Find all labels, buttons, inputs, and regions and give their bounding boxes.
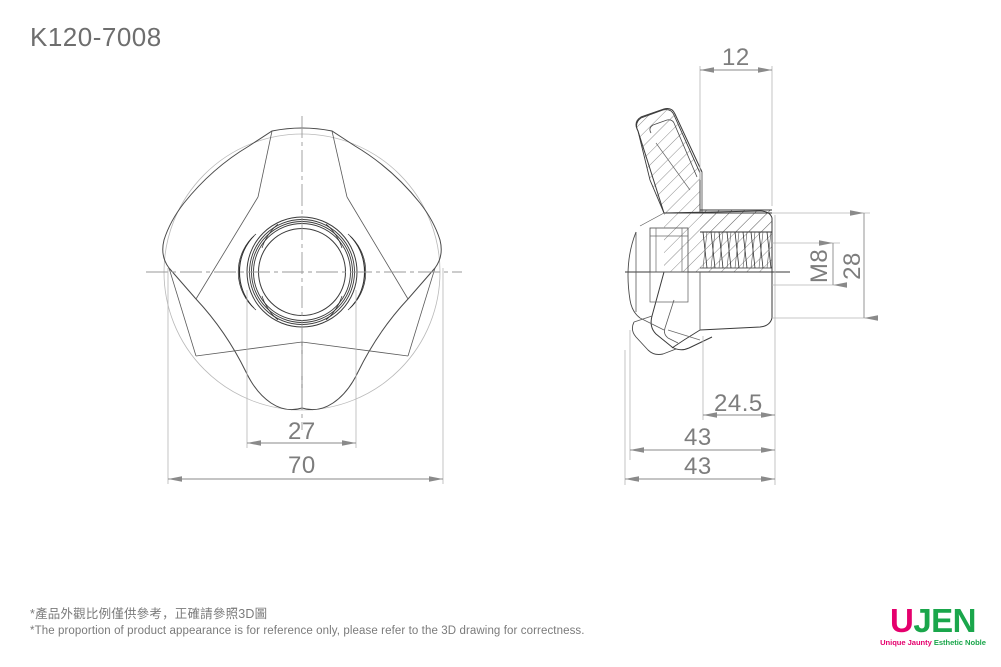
dim-label-70: 70 [288,452,316,479]
lever-inner-upper [649,119,698,178]
trilobe-outline [162,127,442,411]
lever-outer-upper [635,108,703,173]
facet-edge-left [168,267,197,357]
side-view-geometry [625,108,790,355]
facet-line-upper-right [346,196,409,300]
lever-inner-crease [655,142,691,191]
body-lower-taper [671,329,701,349]
footnote-english: *The proportion of product appearance is… [30,625,585,637]
logo-tagline-part-a: Unique Jaunty [880,638,934,647]
lever-lower-crease [667,329,701,341]
collar-arc-left [627,231,641,319]
side-view-section-hatch [636,109,772,272]
logo-letter-u: U [889,602,914,639]
facet-edge-top-right [331,130,348,198]
dim-label-24-5: 24.5 [714,390,763,417]
thread-profile [700,231,772,269]
hatch-boss-upper [700,210,772,232]
dim-label-27: 27 [288,418,316,445]
dim-label-28: 28 [838,252,866,280]
logo-tagline-part-b: Esthetic Noble [933,638,986,647]
front-view-dimension-lines [168,440,443,482]
collar-hidden-edge [639,212,665,227]
hatch-handle-arm [636,109,701,214]
dim-label-43-outer: 43 [684,453,712,480]
dim-label-12: 12 [722,44,750,71]
body-upper-outline [663,210,773,272]
body-lower-outline [699,272,773,331]
brand-logo: UJEN Unique Jaunty Esthetic Noble [874,604,992,648]
front-view-centerlines [146,116,462,430]
lever-left-edge [637,130,665,214]
front-view-extension-lines [167,268,444,484]
facet-line-lower-left [195,341,303,357]
dim-label-m8: M8 [806,248,834,284]
side-view-dimension-lines [625,67,878,482]
facet-edge-top-left [257,130,273,198]
lever-lower-tip-edge [633,315,653,323]
lever-lower-inner [664,299,679,344]
collar-hidden-edge-2 [639,317,665,331]
logo-tagline: Unique Jaunty Esthetic Noble [874,638,992,648]
dim-label-43-inner: 43 [684,424,712,451]
lever-lower-tip [631,321,677,355]
facet-edge-right [407,267,436,357]
logo-letters-jen: JEN [913,602,977,639]
collar-block-lower [649,271,689,303]
lever-lower-outer [650,271,713,351]
page-title: K120-7008 [30,22,162,52]
footnote-chinese: *產品外觀比例僅供參考，正確請參照3D圖 [30,607,268,621]
footnote-block: *產品外觀比例僅供參考，正確請參照3D圖 *The proportion of … [30,606,650,639]
facet-line-lower-right [301,341,409,357]
facet-line-upper-left [195,196,259,300]
logo-wordmark: UJEN [874,604,992,637]
